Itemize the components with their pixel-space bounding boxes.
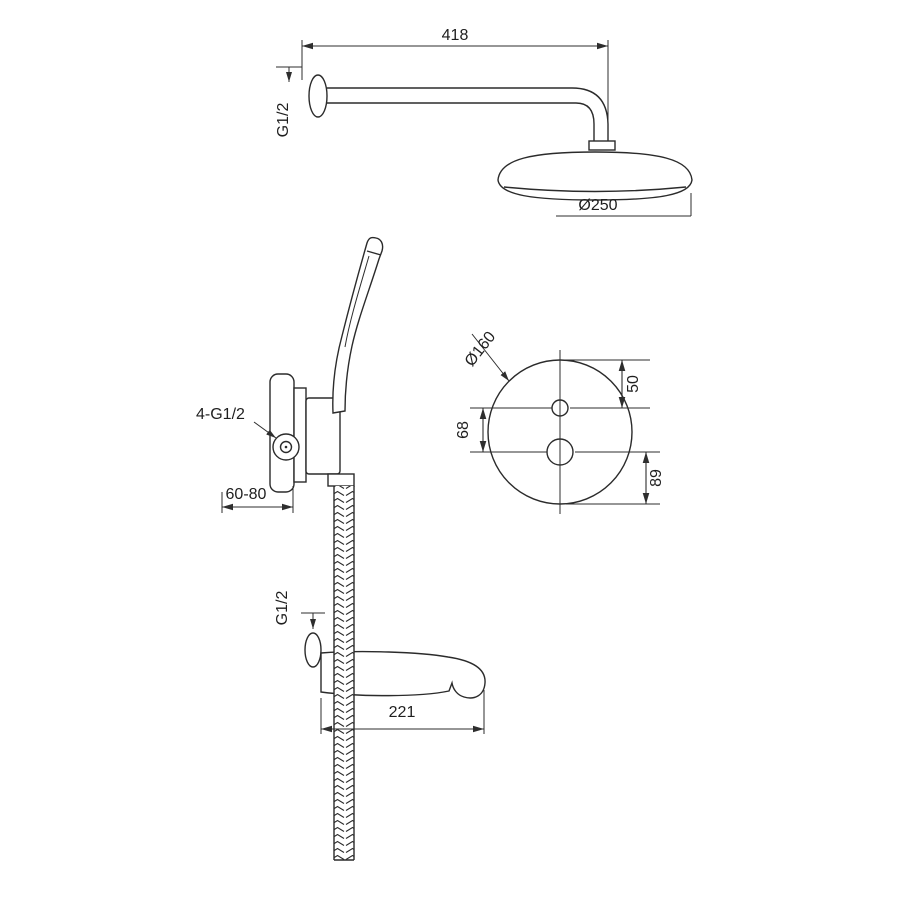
valve-back-plate xyxy=(269,373,295,493)
valve-inlet-center xyxy=(284,445,288,449)
spout-length-label: 221 xyxy=(389,704,416,721)
plate-bottom-offset-label: 89 xyxy=(648,469,665,487)
dim-arm-length: 418 xyxy=(301,27,609,143)
head-diameter-label: Ø250 xyxy=(578,197,617,214)
leader-line xyxy=(253,421,277,439)
shower-arm-assembly xyxy=(308,74,693,201)
mixer-lever xyxy=(332,236,384,414)
dim-spout-length: 221 xyxy=(320,690,485,734)
shower-arm-outer xyxy=(327,87,609,141)
rain-shower-head xyxy=(497,151,693,201)
hose-corrugation xyxy=(334,486,354,860)
dim-mounting-depth: 60-80 xyxy=(221,486,294,513)
leader-line xyxy=(471,333,510,382)
mounting-depth-label: 60-80 xyxy=(226,486,267,503)
arm-thread-label: G1/2 xyxy=(275,103,292,138)
valve-body xyxy=(305,397,341,475)
valve-step xyxy=(293,387,307,483)
dim-plate-bottom-offset: 89 xyxy=(566,451,665,505)
lever-detail-line xyxy=(344,255,370,348)
plate-top-offset-label: 50 xyxy=(625,375,642,393)
valve-connections-label: 4-G1/2 xyxy=(196,406,245,423)
spout-wall-flange xyxy=(304,632,322,668)
dim-plate-top-offset: 50 xyxy=(564,359,650,409)
plate-center-spacing-label: 68 xyxy=(455,421,472,439)
wall-flange xyxy=(308,74,328,118)
spout-thread-label: G1/2 xyxy=(274,591,291,626)
plate-diameter-callout: Ø160 xyxy=(462,328,510,382)
arm-thread-callout: G1/2 xyxy=(275,66,302,138)
shower-head-rim xyxy=(503,186,687,193)
mixer-valve xyxy=(269,373,355,493)
spout-thread-callout: G1/2 xyxy=(274,591,325,629)
dim-head-diameter: Ø250 xyxy=(556,193,692,217)
spout-body xyxy=(320,650,486,699)
hose-nut xyxy=(327,473,355,487)
connector-nut xyxy=(588,140,616,151)
lever-cap-line xyxy=(366,250,382,256)
shower-hose xyxy=(333,486,355,861)
arm-length-label: 418 xyxy=(442,27,469,44)
dim-plate-center-spacing: 68 xyxy=(455,407,552,453)
valve-connections-callout: 4-G1/2 xyxy=(196,406,277,439)
shower-arm-inner xyxy=(327,102,595,141)
tub-spout xyxy=(304,632,486,699)
lever-handle xyxy=(332,236,384,414)
plate-diameter-label: Ø160 xyxy=(462,328,500,369)
trim-plate xyxy=(487,350,633,514)
